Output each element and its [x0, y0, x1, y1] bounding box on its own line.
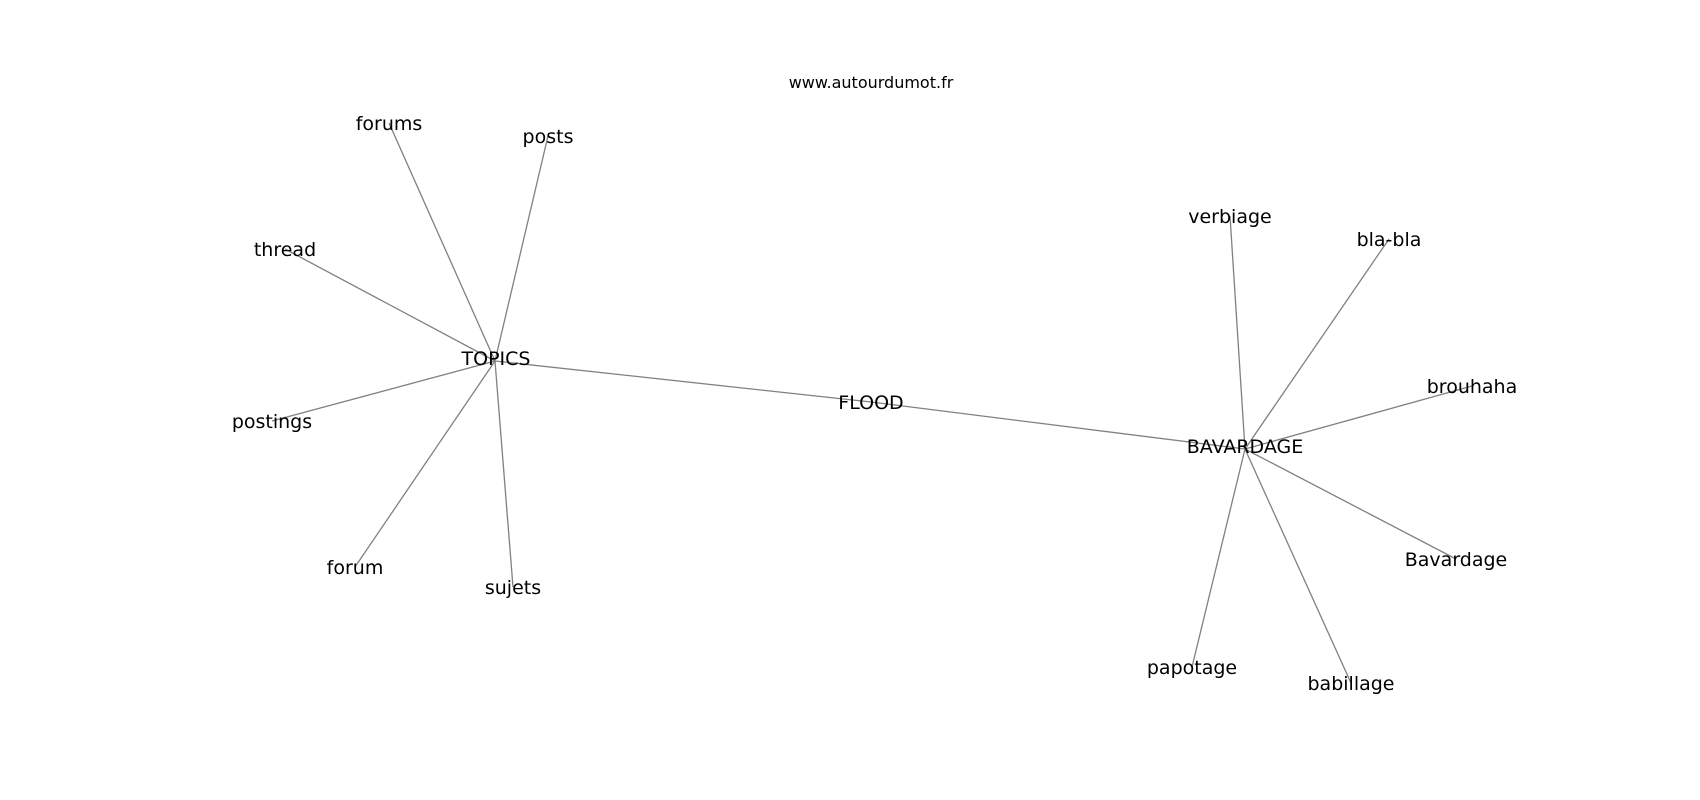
edges — [271, 122, 1473, 684]
edge-bavardage-hub-brouhaha — [1244, 385, 1473, 450]
node-babillage: babillage — [1308, 673, 1395, 695]
node-posts: posts — [523, 126, 574, 148]
edge-topics-posts — [494, 135, 549, 362]
node-bavardage-hub: BAVARDAGE — [1187, 436, 1304, 458]
edge-topics-flood — [494, 360, 872, 403]
node-papotage: papotage — [1147, 657, 1237, 679]
node-topics: TOPICS — [461, 348, 531, 370]
node-flood: FLOOD — [838, 392, 903, 414]
nodes: FLOOD TOPICS BAVARDAGE forums posts thread pos… — [232, 113, 1517, 695]
edge-bavardage-hub-papotage — [1191, 448, 1246, 668]
node-brouhaha: brouhaha — [1427, 376, 1518, 398]
edge-bavardage-hub-bla-bla — [1244, 238, 1390, 450]
node-verbiage: verbiage — [1188, 206, 1271, 228]
node-postings: postings — [232, 411, 312, 433]
node-forums: forums — [356, 113, 423, 135]
node-forum: forum — [327, 557, 384, 579]
edge-topics-postings — [271, 360, 496, 422]
edge-topics-sujets — [494, 360, 514, 588]
edge-bavardage-hub-verbiage — [1229, 215, 1246, 450]
node-thread: thread — [254, 239, 316, 261]
edge-topics-forum — [354, 360, 496, 568]
edge-flood-bavardage-hub — [870, 401, 1246, 450]
edge-bavardage-hub-babillage — [1244, 448, 1352, 684]
edge-topics-thread — [284, 248, 496, 362]
node-bavardage: Bavardage — [1405, 549, 1508, 571]
edge-bavardage-hub-bavardage — [1244, 448, 1457, 560]
site-caption: www.autourdumot.fr — [789, 73, 954, 92]
node-bla-bla: bla-bla — [1357, 229, 1422, 251]
edge-topics-forums — [388, 122, 496, 362]
node-sujets: sujets — [485, 577, 541, 599]
